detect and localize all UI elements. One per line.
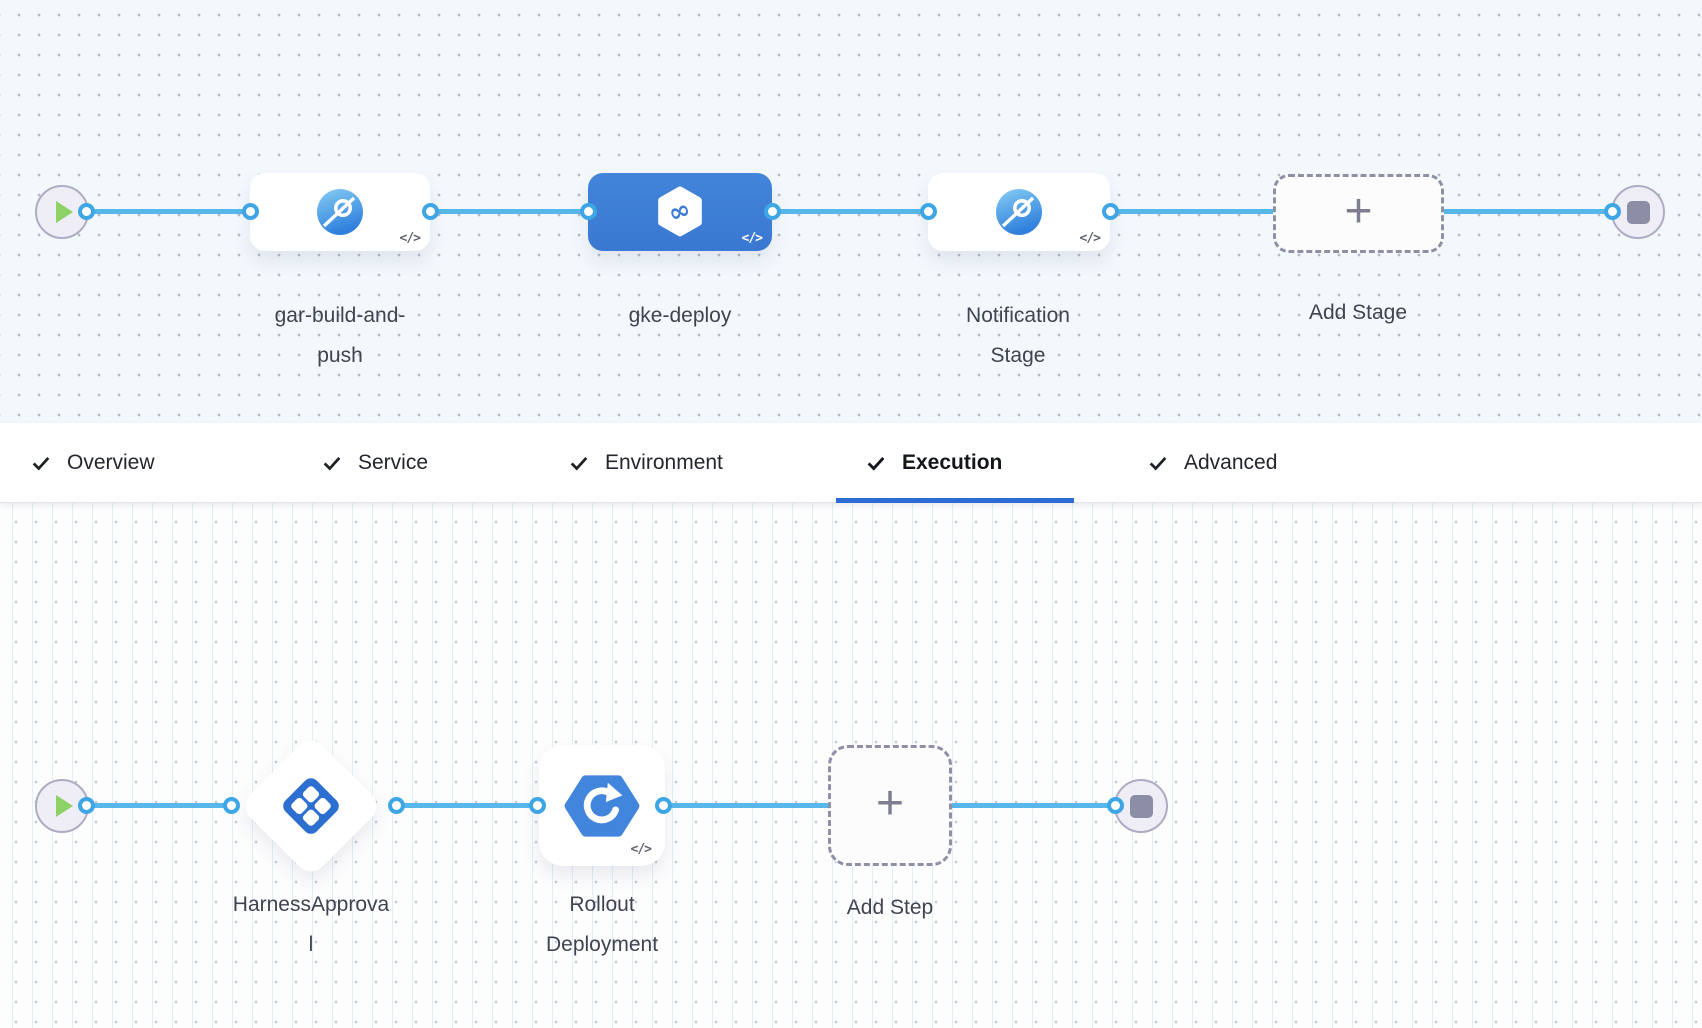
pipeline-end-node <box>1611 185 1665 239</box>
approval-step-icon <box>283 778 339 834</box>
deploy-stage-icon: ∞ <box>658 186 702 237</box>
tab-label: Execution <box>902 450 1003 474</box>
connector-port[interactable] <box>528 797 546 814</box>
stop-icon <box>1626 200 1650 224</box>
custom-stage-icon <box>317 189 363 235</box>
connector-port[interactable] <box>241 203 259 220</box>
tab-advanced[interactable]: Advanced <box>1147 423 1277 502</box>
plus-icon: + <box>875 776 905 830</box>
check-icon <box>32 456 50 470</box>
active-tab-underline <box>836 498 1074 503</box>
connector-port[interactable] <box>77 203 95 220</box>
tab-execution[interactable]: Execution <box>865 423 1002 502</box>
execution-graph-canvas[interactable]: </> + HarnessApproval Rollout Deployment… <box>0 503 1702 1028</box>
check-icon <box>323 456 341 470</box>
connector-port[interactable] <box>77 797 95 814</box>
connector-port[interactable] <box>1106 797 1124 814</box>
tab-label: Overview <box>67 450 155 474</box>
step-label: HarnessApproval <box>232 893 390 956</box>
stage-label: gke-deploy <box>628 304 732 327</box>
connector-edge <box>772 209 928 214</box>
stage-graph-canvas[interactable]: </> ∞ </> </> + gar-build-and-push gke-d… <box>0 0 1702 423</box>
check-icon <box>867 456 885 471</box>
stage-config-tab-bar: Overview Service Environment Execution A… <box>0 423 1702 503</box>
connector-edge <box>396 803 538 808</box>
connector-port[interactable] <box>421 203 439 220</box>
code-view-toggle-icon[interactable]: </> <box>1079 231 1102 246</box>
pipeline-start-node <box>35 185 89 239</box>
stage-card-gar-build-and-push[interactable]: </> <box>250 173 430 251</box>
tab-label: Service <box>358 450 429 474</box>
stage-card-notification-stage[interactable]: </> <box>928 173 1110 251</box>
play-icon <box>56 201 73 223</box>
step-card-rollout-deployment[interactable]: </> <box>539 745 665 866</box>
code-view-toggle-icon[interactable]: </> <box>399 231 422 246</box>
tab-overview[interactable]: Overview <box>30 423 155 502</box>
tab-service[interactable]: Service <box>321 423 428 502</box>
code-view-toggle-icon[interactable]: </> <box>630 842 653 857</box>
connector-port[interactable] <box>1101 203 1119 220</box>
execution-end-node <box>1114 779 1168 833</box>
stage-label: gar-build-and-push <box>274 304 406 367</box>
stop-icon <box>1129 794 1153 818</box>
add-stage-label: Add Stage <box>1308 301 1408 324</box>
connector-edge <box>86 803 233 808</box>
connector-edge <box>430 209 588 214</box>
stage-label: Notification Stage <box>966 304 1070 367</box>
connector-port[interactable] <box>387 797 405 814</box>
add-step-button[interactable]: + <box>828 745 952 866</box>
connector-port[interactable] <box>763 203 781 220</box>
play-icon <box>56 795 73 817</box>
step-label: Rollout Deployment <box>545 893 659 956</box>
connector-edge <box>86 209 250 214</box>
plus-icon: + <box>1344 184 1373 238</box>
k8s-rollout-icon <box>564 774 640 837</box>
add-step-label: Add Step <box>846 896 934 919</box>
check-icon <box>1149 456 1167 470</box>
connector-port[interactable] <box>222 797 240 814</box>
connector-port[interactable] <box>654 797 672 814</box>
stage-card-gke-deploy[interactable]: ∞ </> <box>588 173 772 251</box>
tab-label: Advanced <box>1184 450 1278 474</box>
tab-environment[interactable]: Environment <box>568 423 723 502</box>
add-stage-button[interactable]: + <box>1273 174 1444 253</box>
connector-port[interactable] <box>1603 203 1621 220</box>
connector-port[interactable] <box>579 203 597 220</box>
tab-label: Environment <box>605 450 723 474</box>
check-icon <box>570 456 588 470</box>
custom-stage-icon <box>996 189 1042 235</box>
connector-port[interactable] <box>919 203 937 220</box>
code-view-toggle-icon[interactable]: </> <box>741 231 764 246</box>
